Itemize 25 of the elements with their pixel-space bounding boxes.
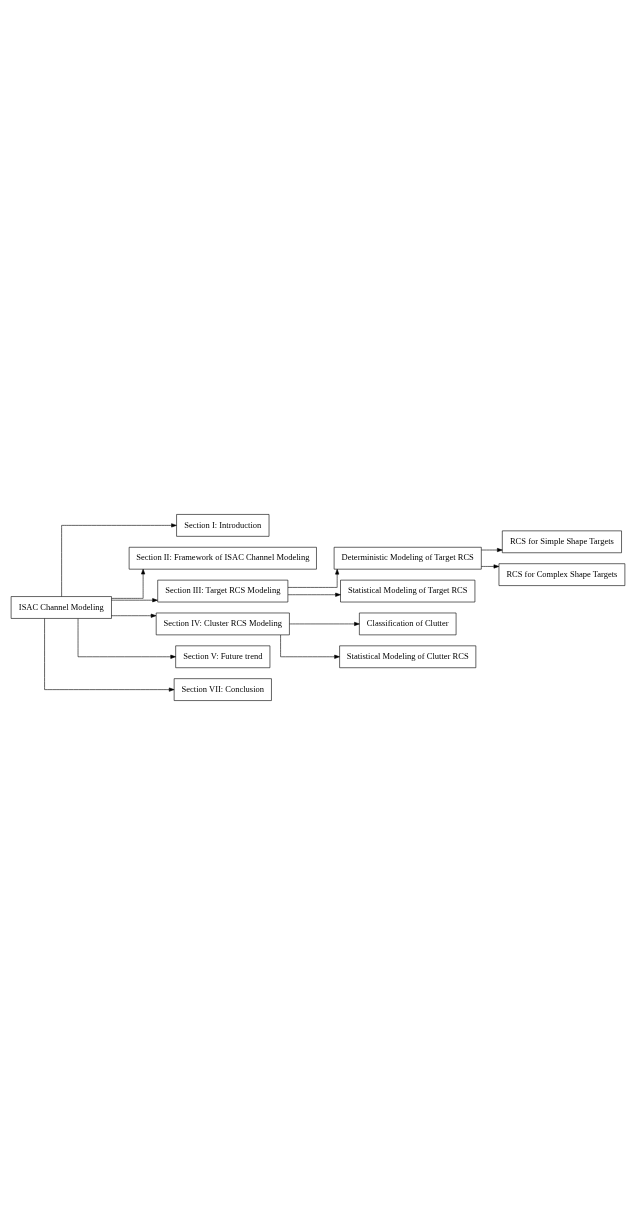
node-box: Statistical Modeling of Target RCS: [340, 579, 476, 602]
arrow: [61, 522, 177, 597]
arrow: [481, 563, 500, 568]
node-box: Classification of Clutter: [359, 612, 457, 635]
arrow: [287, 568, 340, 588]
node-box: Section VII: Conclusion: [173, 677, 272, 701]
node-box: RCS for Complex Shape Targets: [498, 562, 626, 586]
arrow: [289, 621, 360, 626]
arrow: [280, 634, 340, 659]
node-box: Section IV: Cluster RCS Modeling: [155, 612, 290, 635]
arrow: [111, 613, 157, 618]
node-box: Statistical Modeling of Clutter RCS: [339, 645, 477, 668]
arrow: [44, 617, 175, 692]
node-box: Section I: Introduction: [176, 513, 270, 537]
arrow: [111, 568, 146, 599]
node-box: RCS for Simple Shape Targets: [502, 530, 622, 553]
node-box: Section III: Target RCS Modeling: [157, 579, 289, 602]
node-box: Section II: Framework of ISAC Channel Modeling: [128, 546, 317, 569]
node-box: ISAC Channel Modeling: [10, 595, 112, 619]
node-box: Section V: Future trend: [175, 645, 271, 668]
arrow: [111, 597, 158, 602]
arrow: [287, 592, 341, 597]
arrow: [77, 617, 176, 659]
node-box: Deterministic Modeling of Target RCS: [333, 546, 482, 569]
arrow: [481, 547, 503, 552]
